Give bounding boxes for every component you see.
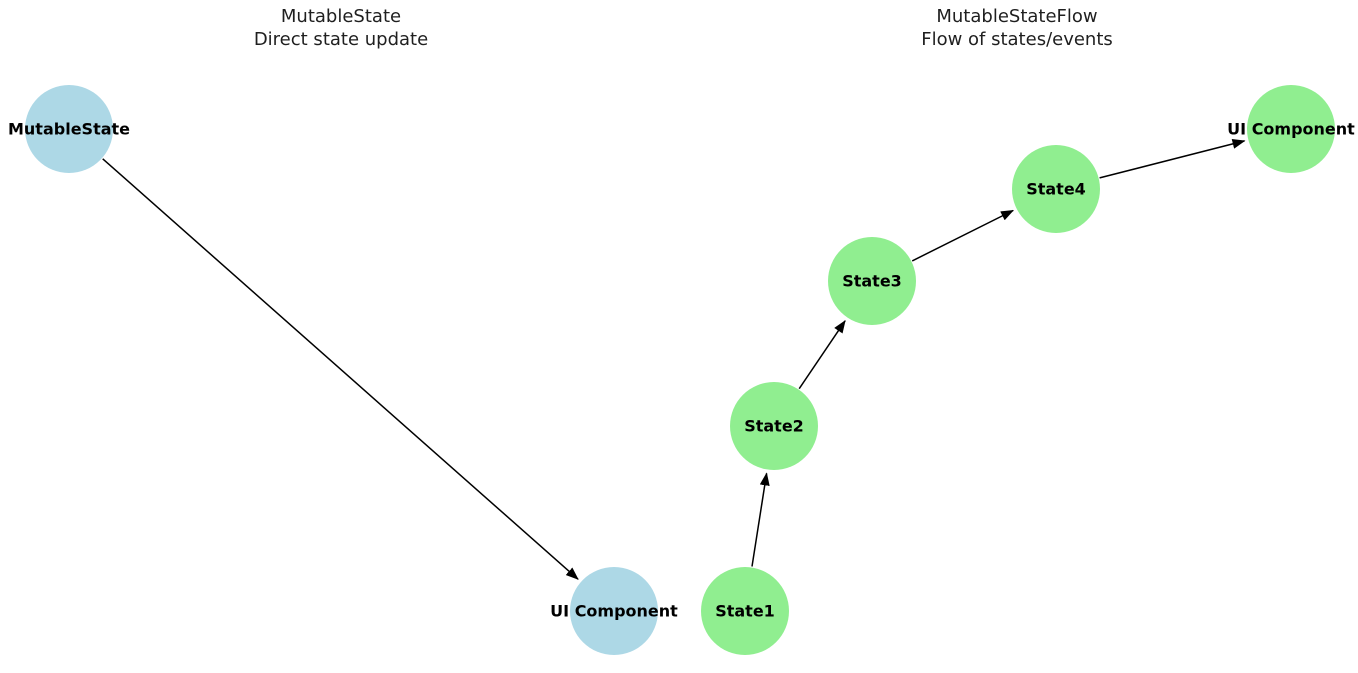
node-state1: State1 (701, 567, 789, 655)
panel-title-line1: MutableStateFlow (936, 6, 1098, 27)
edge-state3-to-state4 (911, 209, 1014, 262)
panel-title-line1: MutableState (280, 6, 402, 27)
panel-title-line2: Direct state update (253, 29, 429, 50)
node-ui-component-flow: UI Component (1227, 85, 1355, 173)
panel-title-flow: MutableStateFlow Flow of states/events (921, 5, 1113, 51)
panel-title-line2: Flow of states/events (921, 29, 1113, 50)
node-label-state1: State1 (715, 601, 775, 621)
edge-state2-to-state3 (798, 319, 846, 390)
node-state2: State2 (730, 382, 818, 470)
node-ui-component-direct: UI Component (550, 567, 678, 655)
edge-state4-to-ui-component-flow (1099, 139, 1246, 179)
node-state4: State4 (1012, 145, 1100, 233)
node-label-ui-component-direct: UI Component (550, 601, 678, 621)
node-label-state3: State3 (842, 271, 902, 291)
node-state3: State3 (828, 237, 916, 325)
panel-title-direct: MutableState Direct state update (254, 5, 428, 51)
node-label-ui-component-flow: UI Component (1227, 119, 1355, 139)
edge-mutable-state-to-ui-component-direct (102, 158, 579, 580)
edge-state1-to-state2 (751, 472, 770, 567)
node-label-state2: State2 (744, 416, 804, 436)
node-mutable-state: MutableState (8, 85, 130, 173)
node-label-state4: State4 (1026, 179, 1086, 199)
node-label-mutable-state: MutableState (7, 119, 131, 139)
